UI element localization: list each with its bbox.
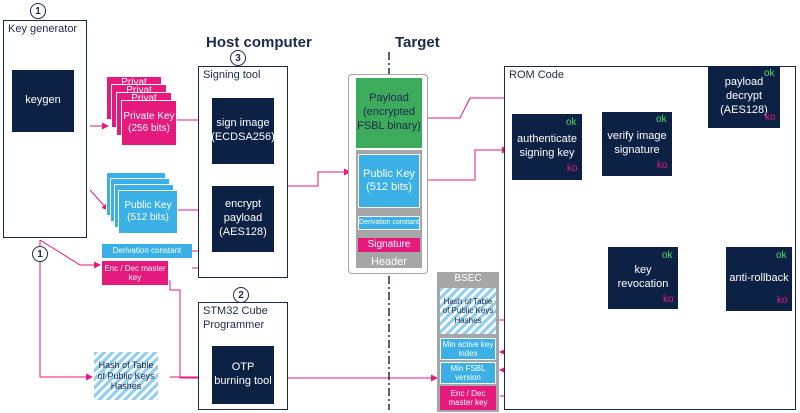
public-key-card: Public Key (512 bits) [118,190,178,234]
verify-ko: ko [657,160,668,171]
private-key-card: Private Key (256 bits) [121,100,177,146]
bsec-min-active-key-index: Min active key index [440,338,496,360]
encrypt-payload-box: encrypt payload (AES128) [212,186,274,252]
step-2-badge: 2 [233,287,249,303]
bsec-hash-table: Hash of Table of Public Keys Hashes [440,288,496,334]
image-public-key: Public Key (512 bits) [358,154,420,208]
signing-tool-title: Signing tool [203,69,261,81]
decrypt-ok: ok [764,68,775,79]
antirollback-ko: ko [777,295,788,306]
hash-table-host: Hash of Table of Public Keys Hashes [94,352,158,400]
payload-block: Payload (encrypted FSBL binary) [356,78,422,148]
sign-image-box: sign image (ECDSA256) [211,98,275,164]
bsec-title: BSEC [454,273,482,284]
antirollback-ok: ok [776,250,787,261]
key-generator-title: Key generator [8,23,78,35]
decrypt-ko: ko [765,112,776,123]
target-heading: Target [395,34,440,51]
verify-ok: ok [656,114,667,125]
image-derivation-constant: Derivation constant [358,216,420,230]
anti-rollback-box: anti-rollback [726,247,792,311]
bsec-min-fsbl-version: Min FSBL version [440,362,496,384]
enc-dec-master-key-host: Enc / Dec master key [102,261,168,285]
verify-image-signature-box: verify image signature [602,112,672,176]
key-revocation-box: key revocation [608,247,678,309]
authenticate-signing-key-box: authenticate signing key [512,114,582,180]
step-3-badge: 3 [230,50,246,66]
cube-programmer-title: STM32 Cube Programmer [203,305,268,331]
keygen-box: keygen [12,70,74,132]
revocation-ko: ko [663,294,674,305]
step-1-badge: 1 [30,3,46,19]
authenticate-ok: ok [566,117,577,128]
authenticate-ko: ko [567,163,578,174]
host-computer-heading: Host computer [206,34,312,51]
payload-decrypt-box: payload decrypt (AES128) [708,66,780,128]
image-signature: Signature [358,238,420,252]
bsec-enc-dec-master-key: Enc / Dec master key [440,386,496,410]
derivation-constant-host: Derivation constant [102,244,192,258]
revocation-ok: ok [662,250,673,261]
header-label: Header [370,256,408,268]
rom-code-title: ROM Code [509,69,565,81]
otp-burning-tool-box: OTP burning tool [212,346,274,404]
step-1b-badge: 1 [32,246,48,262]
